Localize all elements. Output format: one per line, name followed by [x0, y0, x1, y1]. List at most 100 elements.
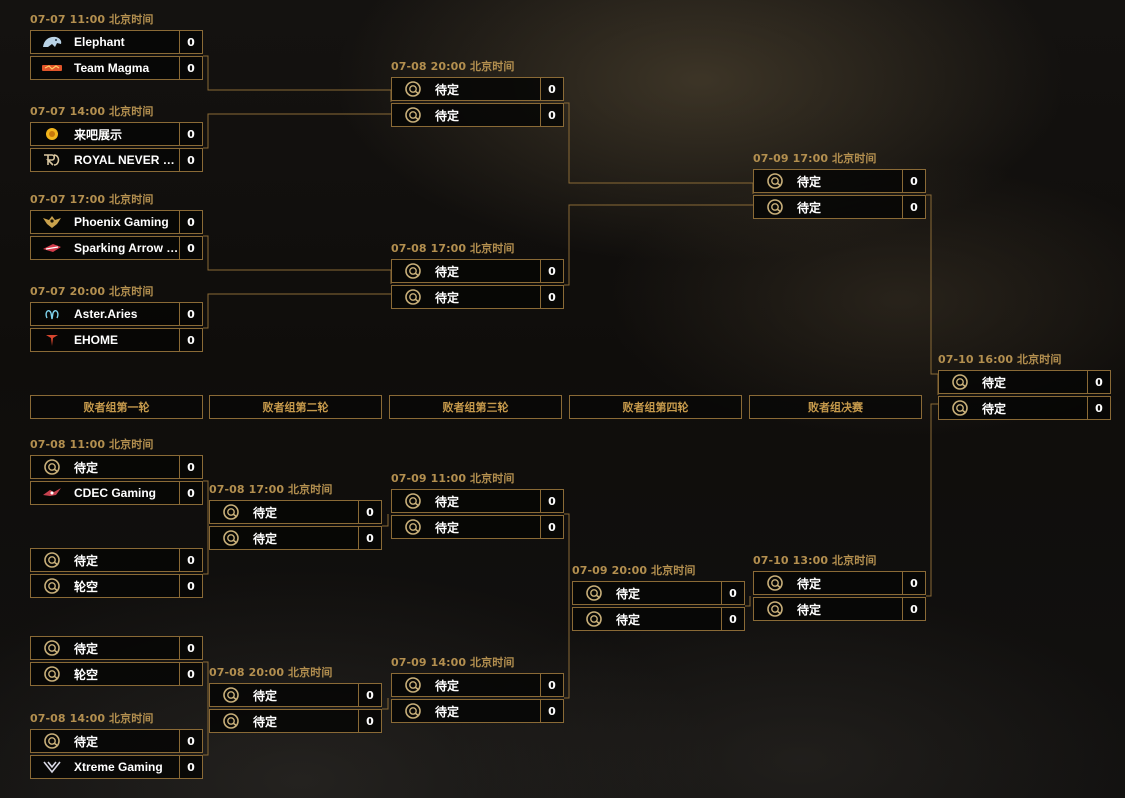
team-row-tbd[interactable]: 待定 0	[30, 636, 203, 660]
match-date: 07-08 17:00 北京时间	[209, 483, 333, 496]
team-score: 0	[540, 260, 563, 282]
lower-r1-match-4: 07-08 14:00 北京时间 待定 0 Xtreme Gaming 0	[30, 712, 203, 779]
team-score: 0	[902, 572, 925, 594]
team-row-tbd[interactable]: 待定 0	[753, 195, 926, 219]
team-row-tbd[interactable]: 待定 0	[391, 699, 564, 723]
match-date: 07-08 17:00 北京时间	[391, 242, 515, 255]
team-row-elephant[interactable]: Elephant 0	[30, 30, 203, 54]
tbd-logo-icon	[583, 611, 605, 627]
team-row-tbd[interactable]: 待定 0	[209, 526, 382, 550]
team-score: 0	[179, 756, 202, 778]
laiba-zhanshi-logo-icon	[41, 126, 63, 142]
team-name: 待定	[74, 460, 99, 475]
team-score: 0	[721, 608, 744, 630]
team-score: 0	[179, 549, 202, 571]
team-score: 0	[179, 237, 202, 259]
team-row-tbd[interactable]: 待定 0	[391, 103, 564, 127]
team-score: 0	[540, 700, 563, 722]
team-name: Sparking Arrow Gaming	[74, 241, 179, 255]
round-label-lower-r3[interactable]: 败者组第三轮	[389, 395, 562, 419]
tbd-logo-icon	[220, 713, 242, 729]
team-name: 待定	[616, 612, 641, 627]
team-row-tbd[interactable]: 待定 0	[30, 455, 203, 479]
round-label-lower-r1[interactable]: 败者组第一轮	[30, 395, 203, 419]
team-row-aster-aries[interactable]: Aster.Aries 0	[30, 302, 203, 326]
tbd-logo-icon	[764, 601, 786, 617]
team-row-tbd[interactable]: 待定 0	[753, 169, 926, 193]
tbd-logo-icon	[402, 493, 424, 509]
xtreme-gaming-logo-icon	[41, 759, 63, 775]
upper-r1-match-4: 07-07 20:00 北京时间 Aster.Aries 0 EHOME 0	[30, 285, 203, 352]
team-score: 0	[179, 730, 202, 752]
tbd-logo-icon	[949, 400, 971, 416]
tbd-logo-icon	[220, 504, 242, 520]
team-row-phoenix-gaming[interactable]: Phoenix Gaming 0	[30, 210, 203, 234]
lower-r3-match-2: 07-09 14:00 北京时间 待定 0 待定 0	[391, 656, 564, 723]
team-score: 0	[540, 104, 563, 126]
team-score: 0	[179, 303, 202, 325]
tbd-logo-icon	[402, 263, 424, 279]
team-row-bye[interactable]: 轮空 0	[30, 662, 203, 686]
team-score: 0	[540, 516, 563, 538]
team-score: 0	[179, 575, 202, 597]
team-row-tbd[interactable]: 待定 0	[391, 285, 564, 309]
team-score: 0	[179, 211, 202, 233]
team-row-ehome[interactable]: EHOME 0	[30, 328, 203, 352]
tbd-logo-icon	[220, 687, 242, 703]
lower-r1-match-1: 07-08 11:00 北京时间 待定 0 CDEC Gaming 0	[30, 438, 203, 505]
team-score: 0	[540, 490, 563, 512]
team-name: 待定	[797, 174, 822, 189]
tbd-logo-icon	[402, 81, 424, 97]
team-row-cdec-gaming[interactable]: CDEC Gaming 0	[30, 481, 203, 505]
tbd-logo-icon	[41, 666, 63, 682]
team-row-tbd[interactable]: 待定 0	[753, 571, 926, 595]
team-row-laiba[interactable]: 来吧展示 0	[30, 122, 203, 146]
team-row-tbd[interactable]: 待定 0	[572, 607, 745, 631]
team-row-tbd[interactable]: 待定 0	[391, 77, 564, 101]
match-date: 07-07 17:00 北京时间	[30, 193, 154, 206]
tbd-logo-icon	[402, 107, 424, 123]
tbd-logo-icon	[402, 677, 424, 693]
team-row-team-magma[interactable]: Team Magma 0	[30, 56, 203, 80]
team-row-sparking-arrow[interactable]: Sparking Arrow Gaming 0	[30, 236, 203, 260]
team-name: 待定	[435, 520, 460, 535]
team-score: 0	[179, 456, 202, 478]
team-row-tbd[interactable]: 待定 0	[572, 581, 745, 605]
match-date: 07-09 17:00 北京时间	[753, 152, 877, 165]
team-name: 待定	[74, 734, 99, 749]
round-label-lower-final[interactable]: 败者组决赛	[749, 395, 922, 419]
team-row-tbd[interactable]: 待定 0	[209, 683, 382, 707]
team-row-tbd[interactable]: 待定 0	[391, 673, 564, 697]
tbd-logo-icon	[402, 703, 424, 719]
team-row-tbd[interactable]: 待定 0	[753, 597, 926, 621]
team-row-tbd[interactable]: 待定 0	[938, 370, 1111, 394]
team-name: 待定	[435, 290, 460, 305]
team-name: 待定	[616, 586, 641, 601]
team-row-tbd[interactable]: 待定 0	[30, 729, 203, 753]
round-label-lower-r2[interactable]: 败者组第二轮	[209, 395, 382, 419]
team-row-rng[interactable]: ROYAL NEVER GIVE UP 0	[30, 148, 203, 172]
team-name: 待定	[797, 576, 822, 591]
match-date: 07-08 11:00 北京时间	[30, 438, 154, 451]
round-label-lower-r4[interactable]: 败者组第四轮	[569, 395, 742, 419]
cdec-gaming-logo-icon	[41, 485, 63, 501]
match-date: 07-07 11:00 北京时间	[30, 13, 154, 26]
team-row-tbd[interactable]: 待定 0	[209, 709, 382, 733]
team-score: 0	[179, 31, 202, 53]
team-row-tbd[interactable]: 待定 0	[209, 500, 382, 524]
team-row-tbd[interactable]: 待定 0	[391, 489, 564, 513]
team-row-tbd[interactable]: 待定 0	[391, 515, 564, 539]
team-row-bye[interactable]: 轮空 0	[30, 574, 203, 598]
tbd-logo-icon	[41, 640, 63, 656]
team-row-tbd[interactable]: 待定 0	[30, 548, 203, 572]
grand-final-match: 07-10 16:00 北京时间 待定 0 待定 0	[938, 353, 1111, 420]
team-row-tbd[interactable]: 待定 0	[391, 259, 564, 283]
tbd-logo-icon	[764, 173, 786, 189]
team-score: 0	[902, 196, 925, 218]
team-row-tbd[interactable]: 待定 0	[938, 396, 1111, 420]
lower-r2-match-1: 07-08 17:00 北京时间 待定 0 待定 0	[209, 483, 382, 550]
team-row-xtreme-gaming[interactable]: Xtreme Gaming 0	[30, 755, 203, 779]
upper-r2-match-1: 07-08 20:00 北京时间 待定 0 待定 0	[391, 60, 564, 127]
match-date: 07-08 20:00 北京时间	[209, 666, 333, 679]
upper-r1-match-3: 07-07 17:00 北京时间 Phoenix Gaming 0 Sparki…	[30, 193, 203, 260]
